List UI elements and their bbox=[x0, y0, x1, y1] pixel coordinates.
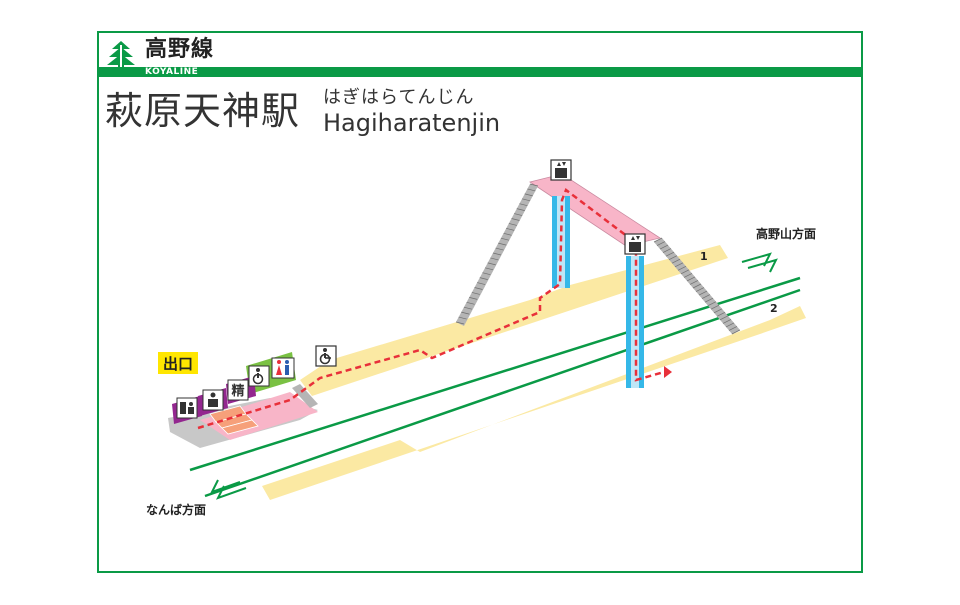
station-map-frame: 高野線 KOYALINE 萩原天神駅 はぎはらてんじん Hagiharatenj… bbox=[97, 31, 863, 573]
ticket-machine-icon bbox=[176, 397, 198, 419]
exit-label-bg bbox=[158, 352, 198, 374]
elevator-icon bbox=[550, 159, 572, 181]
direction-label-up: 高野山方面 bbox=[756, 226, 816, 241]
direction-arrow-up bbox=[741, 252, 778, 273]
wheelchair-icon bbox=[315, 345, 337, 367]
station-name-romaji: Hagiharatenjin bbox=[323, 109, 501, 137]
svg-text:精: 精 bbox=[231, 383, 244, 399]
stairs-platform-1 bbox=[455, 183, 539, 326]
wheelchair-icon bbox=[248, 365, 270, 387]
platform-number-1: 1 bbox=[700, 250, 708, 263]
nankai-tree-icon bbox=[107, 41, 135, 73]
line-name-en: KOYALINE bbox=[145, 67, 199, 77]
elevator-icon bbox=[624, 233, 646, 255]
platform-number-2: 2 bbox=[770, 302, 778, 315]
route-arrowhead bbox=[664, 366, 672, 378]
platform-1 bbox=[300, 245, 728, 396]
exit-label: 出口 bbox=[163, 355, 193, 373]
stairs-platform-2 bbox=[653, 237, 741, 335]
fare-adjustment-icon: 精 bbox=[227, 379, 249, 401]
accessible-route bbox=[197, 188, 665, 430]
station-name-kana: はぎはらてんじん bbox=[323, 87, 475, 108]
stairs-concourse bbox=[292, 384, 318, 408]
platform-2 bbox=[262, 306, 806, 500]
track-2 bbox=[204, 288, 801, 498]
direction-label-down: なんば方面 bbox=[146, 502, 206, 517]
line-name: 高野線 bbox=[145, 37, 215, 62]
track-1 bbox=[189, 276, 801, 472]
line-color-bar bbox=[99, 67, 861, 77]
restroom-icon bbox=[271, 357, 295, 379]
elevator-shaft-1-inner bbox=[557, 196, 565, 288]
station-name: 萩原天神駅 bbox=[105, 89, 301, 133]
direction-arrow-down bbox=[209, 479, 247, 500]
exit-stairs bbox=[209, 405, 259, 435]
ticket-gate-icon bbox=[202, 389, 224, 411]
